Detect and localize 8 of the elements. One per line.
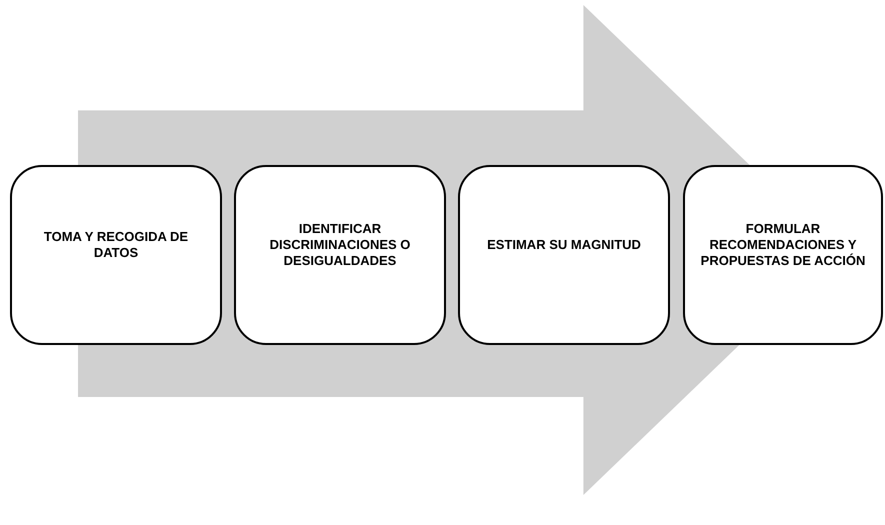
step-box <box>234 165 446 345</box>
step-label: IDENTIFICAR DISCRIMINACIONES O DESIGUALDADES <box>268 220 412 270</box>
step-label: TOMA Y RECOGIDA DE DATOS <box>42 228 190 262</box>
step-box <box>458 165 670 345</box>
step-box <box>683 165 883 345</box>
step-label: FORMULAR RECOMENDACIONES Y PROPUESTAS DE ACCIÓN <box>700 220 866 270</box>
step-label: ESTIMAR SU MAGNITUD <box>487 236 641 254</box>
step-box <box>10 165 222 345</box>
